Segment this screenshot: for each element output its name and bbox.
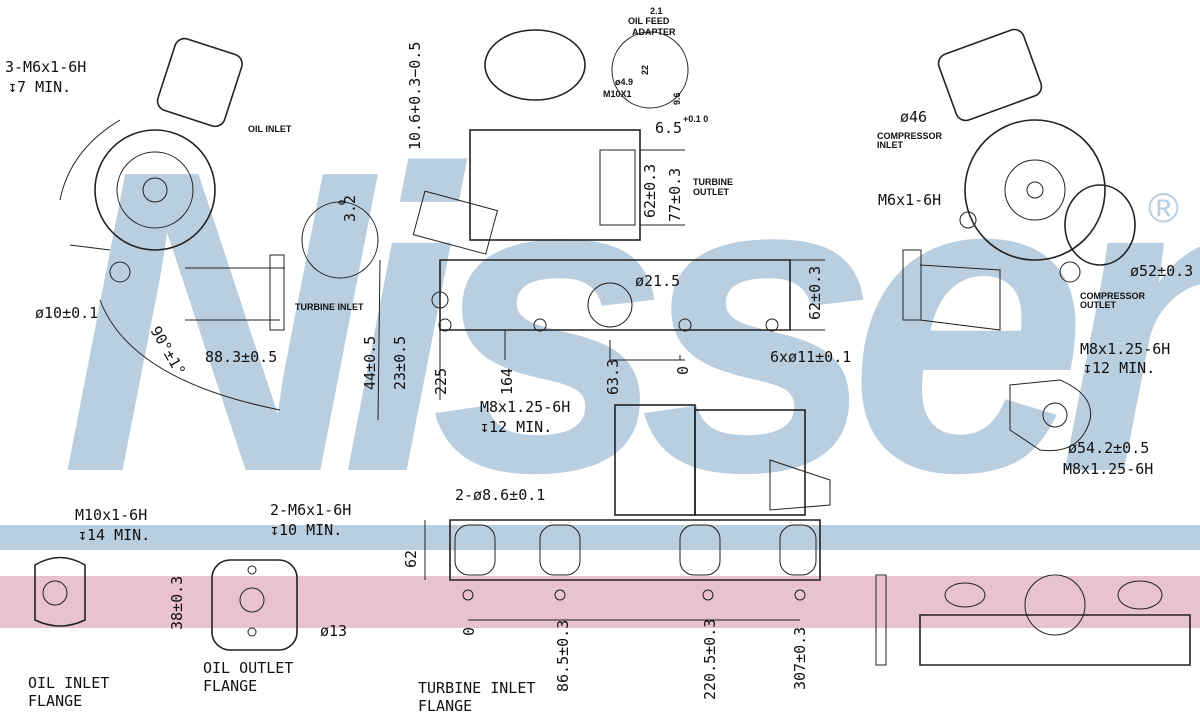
- c-turbine-outlet-l1: TURBINE: [693, 177, 733, 187]
- r-thread: M6x1-6H: [878, 191, 941, 209]
- c-adapter-num: 2.1: [650, 6, 663, 16]
- c-turbine-outlet-l2: OUTLET: [693, 187, 729, 197]
- b-ti-0: 0: [460, 627, 478, 636]
- c-dzero: 0: [674, 366, 692, 375]
- b-ti-d1: 86.5±0.3: [554, 620, 572, 692]
- r-comp-inlet-l1: COMPRESSOR: [877, 131, 943, 141]
- tl-thread: 3-M6x1-6H: [5, 58, 86, 76]
- c-dim0: 0: [337, 200, 347, 205]
- c-dia215: ø21.5: [635, 272, 680, 290]
- c-d164: 164: [498, 368, 516, 395]
- r-dia46: ø46: [900, 108, 927, 126]
- blue-band: [0, 525, 1200, 550]
- tl-depth: ↧7 MIN.: [8, 78, 71, 96]
- c-adapter-h2: 9.6: [672, 92, 682, 105]
- b-oil-out-dim: 38±0.3: [168, 576, 186, 630]
- turbo-left-view: [59, 37, 285, 411]
- b-oil-out-depth: ↧10 MIN.: [270, 521, 342, 539]
- c-offset: 6.5: [655, 119, 682, 137]
- c-dim32: 3.2: [341, 195, 359, 222]
- b-oil-out-thread: 2-M6x1-6H: [270, 501, 351, 519]
- c-offset-tol: +0.1 0: [683, 114, 708, 124]
- turbo-center-view: [301, 29, 825, 421]
- turbo-side-view: [614, 404, 831, 516]
- b-ti-d2: 220.5±0.3: [701, 619, 719, 700]
- c-depth: ↧12 MIN.: [480, 418, 552, 436]
- c-d225: 225: [432, 368, 450, 395]
- r-flange-thread2: M8x1.25-6H: [1063, 460, 1153, 478]
- b-oil-out-l1: OIL OUTLET: [203, 659, 293, 677]
- r-dia542: ø54.2±0.5: [1068, 439, 1149, 457]
- b-ti-d3: 307±0.3: [791, 627, 809, 690]
- r-flange-depth: ↧12 MIN.: [1083, 359, 1155, 377]
- turbine-inlet-flange: [424, 519, 821, 621]
- c-adapter-h1: 22: [640, 65, 650, 75]
- c-thread: M8x1.25-6H: [480, 398, 570, 416]
- r-comp-outlet-l2: OUTLET: [1080, 300, 1116, 310]
- b-oil-out-dia: ø13: [320, 622, 347, 640]
- b-oil-in-thread: M10x1-6H: [75, 506, 147, 524]
- c-adapter-l2: ADAPTER: [632, 27, 676, 37]
- c-d44: 44±0.5: [361, 336, 379, 390]
- r-comp-inlet-l2: INLET: [877, 140, 904, 150]
- c-adapter-dia: ø4.9: [615, 77, 633, 87]
- tl-hole: ø10±0.1: [35, 304, 98, 322]
- oil-inlet-flange: [34, 556, 86, 627]
- b-ti-holes: 2-ø8.6±0.1: [455, 486, 545, 504]
- gasket-set: [875, 574, 1191, 666]
- c-d633: 63.3: [604, 359, 622, 395]
- c-dim62: 62±0.3: [641, 164, 659, 218]
- registered-mark: ®: [1148, 184, 1179, 231]
- b-oil-in-depth: ↧14 MIN.: [78, 526, 150, 544]
- tl-oil-inlet: OIL INLET: [248, 124, 292, 134]
- b-ti-l2: FLANGE: [418, 697, 472, 715]
- turbo-right-view: [902, 28, 1136, 452]
- c-holes: 6xø11±0.1: [770, 348, 851, 366]
- b-ti-h: 62: [402, 550, 420, 568]
- tl-length: 88.3±0.5: [205, 348, 277, 366]
- b-oil-in-l2: FLANGE: [28, 692, 82, 710]
- oil-outlet-flange: [211, 559, 298, 651]
- c-d23: 23±0.5: [391, 336, 409, 390]
- brand-watermark: Nissens: [60, 82, 1200, 562]
- b-oil-out-l2: FLANGE: [203, 677, 257, 695]
- tl-turbine-inlet: TURBINE INLET: [295, 302, 364, 312]
- b-oil-in-l1: OIL INLET: [28, 674, 109, 692]
- c-dim77: 77±0.3: [666, 168, 684, 222]
- c-adapter-thread: M10X1: [603, 89, 632, 99]
- r-comp-outlet-l1: COMPRESSOR: [1080, 291, 1146, 301]
- b-ti-l1: TURBINE INLET: [418, 679, 535, 697]
- pink-band: [0, 576, 1200, 628]
- c-dim62b: 62±0.3: [806, 266, 824, 320]
- r-dia52: ø52±0.3: [1130, 262, 1193, 280]
- r-flange-thread: M8x1.25-6H: [1080, 340, 1170, 358]
- c-adapter-l1: OIL FEED: [628, 16, 670, 26]
- c-height: 10.6+0.3−0.5: [406, 42, 424, 150]
